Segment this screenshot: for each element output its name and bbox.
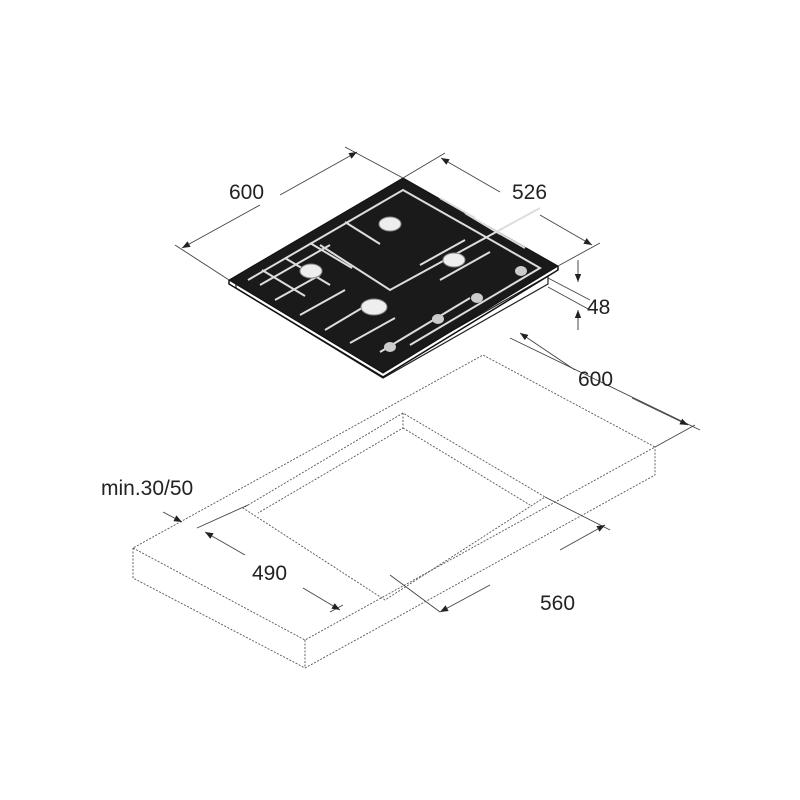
cutout-depth-arrow-back — [204, 531, 246, 556]
hob-depth-arrow-back — [440, 157, 501, 193]
width-arrow-right — [279, 151, 358, 196]
countertop-depth-label: 600 — [578, 368, 613, 391]
depth-arrow-back — [519, 332, 576, 371]
thickness-arrow — [162, 511, 183, 523]
knob-1 — [515, 266, 527, 276]
cutout-width-arrow-left — [439, 584, 491, 613]
countertop-dimensions: 600 min.30/50 490 560 — [101, 332, 701, 615]
burner-right — [442, 252, 466, 268]
burner-left — [299, 263, 323, 279]
burner-front-wok — [360, 298, 388, 316]
depth-extension-lines — [509, 337, 701, 448]
depth-arrow-front — [631, 397, 689, 426]
cutout-width-extension — [389, 496, 611, 613]
cutout-width-arrow-right — [559, 524, 606, 551]
hob-dimensions: 600 526 48 — [174, 146, 610, 330]
knob-3 — [432, 314, 444, 324]
cutout-depth-label: 490 — [252, 562, 287, 585]
countertop-top-face — [132, 354, 656, 641]
hob-height-label: 48 — [587, 296, 610, 319]
countertop-sides — [132, 447, 656, 669]
min-thickness-label: min.30/50 — [101, 477, 193, 500]
hob-depth-label: 526 — [512, 181, 547, 204]
cutout-outer — [242, 412, 546, 601]
height-extension-lines — [547, 260, 591, 330]
hob-width-label: 600 — [229, 181, 264, 204]
burner-back — [378, 216, 402, 232]
gas-hob — [228, 177, 559, 379]
burners — [299, 216, 466, 316]
knob-4 — [384, 342, 396, 352]
cutout-inner-edge — [257, 413, 531, 514]
cutout-depth-extension — [196, 504, 344, 613]
cutout-depth-arrow-front — [302, 587, 341, 611]
countertop — [132, 354, 656, 669]
cutout-width-label: 560 — [540, 592, 575, 615]
knob-2 — [471, 293, 483, 303]
control-knobs — [384, 266, 527, 352]
width-arrow-left — [181, 204, 261, 249]
depth-extension-lines-hob — [402, 152, 601, 267]
hob-depth-arrow-front — [539, 214, 593, 246]
hob-edge — [228, 266, 559, 378]
